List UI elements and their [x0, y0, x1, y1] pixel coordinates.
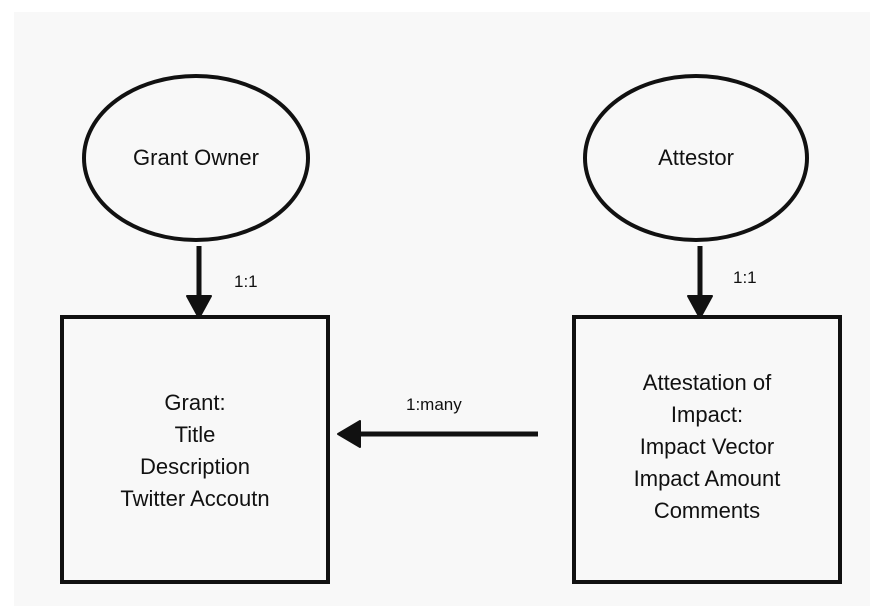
edge-label-attestation-to-grant: 1:many [406, 395, 462, 414]
attestation-label-line: Comments [653, 498, 761, 523]
attestation-label-line: Impact Vector [639, 434, 775, 459]
attestor-node [583, 74, 809, 242]
edge-label-attestor-to-attestation: 1:1 [733, 268, 757, 287]
diagram-panel [14, 12, 870, 606]
arrowhead-attestor-to-attestation [687, 295, 713, 319]
attestation-node [572, 315, 842, 584]
grant-label-line: Twitter Accoutn [120, 486, 270, 511]
attestor-label: Attestor [596, 140, 796, 176]
grant-label-line: Description [139, 454, 251, 479]
grant-label: Grant: Title Description Twitter Accoutn [66, 386, 324, 516]
grant-owner-label: Grant Owner [96, 140, 296, 176]
attestation-label: Attestation of Impact: Impact Vector Imp… [578, 366, 836, 528]
attestation-label-line: Attestation of [642, 370, 772, 395]
grant-owner-node [82, 74, 310, 242]
grant-label-line: Grant: [164, 390, 226, 415]
arrowhead-attestation-to-grant [337, 420, 361, 448]
grant-owner-label-line: Grant Owner [133, 145, 259, 170]
attestation-label-line: Impact Amount [633, 466, 781, 491]
grant-label-line: Title [174, 422, 216, 447]
attestation-label-line: Impact: [670, 402, 744, 427]
attestor-label-line: Attestor [658, 145, 734, 170]
grant-node [60, 315, 330, 584]
arrowhead-grant-owner-to-grant [186, 295, 212, 319]
edge-label-grant-owner-to-grant: 1:1 [234, 272, 258, 291]
